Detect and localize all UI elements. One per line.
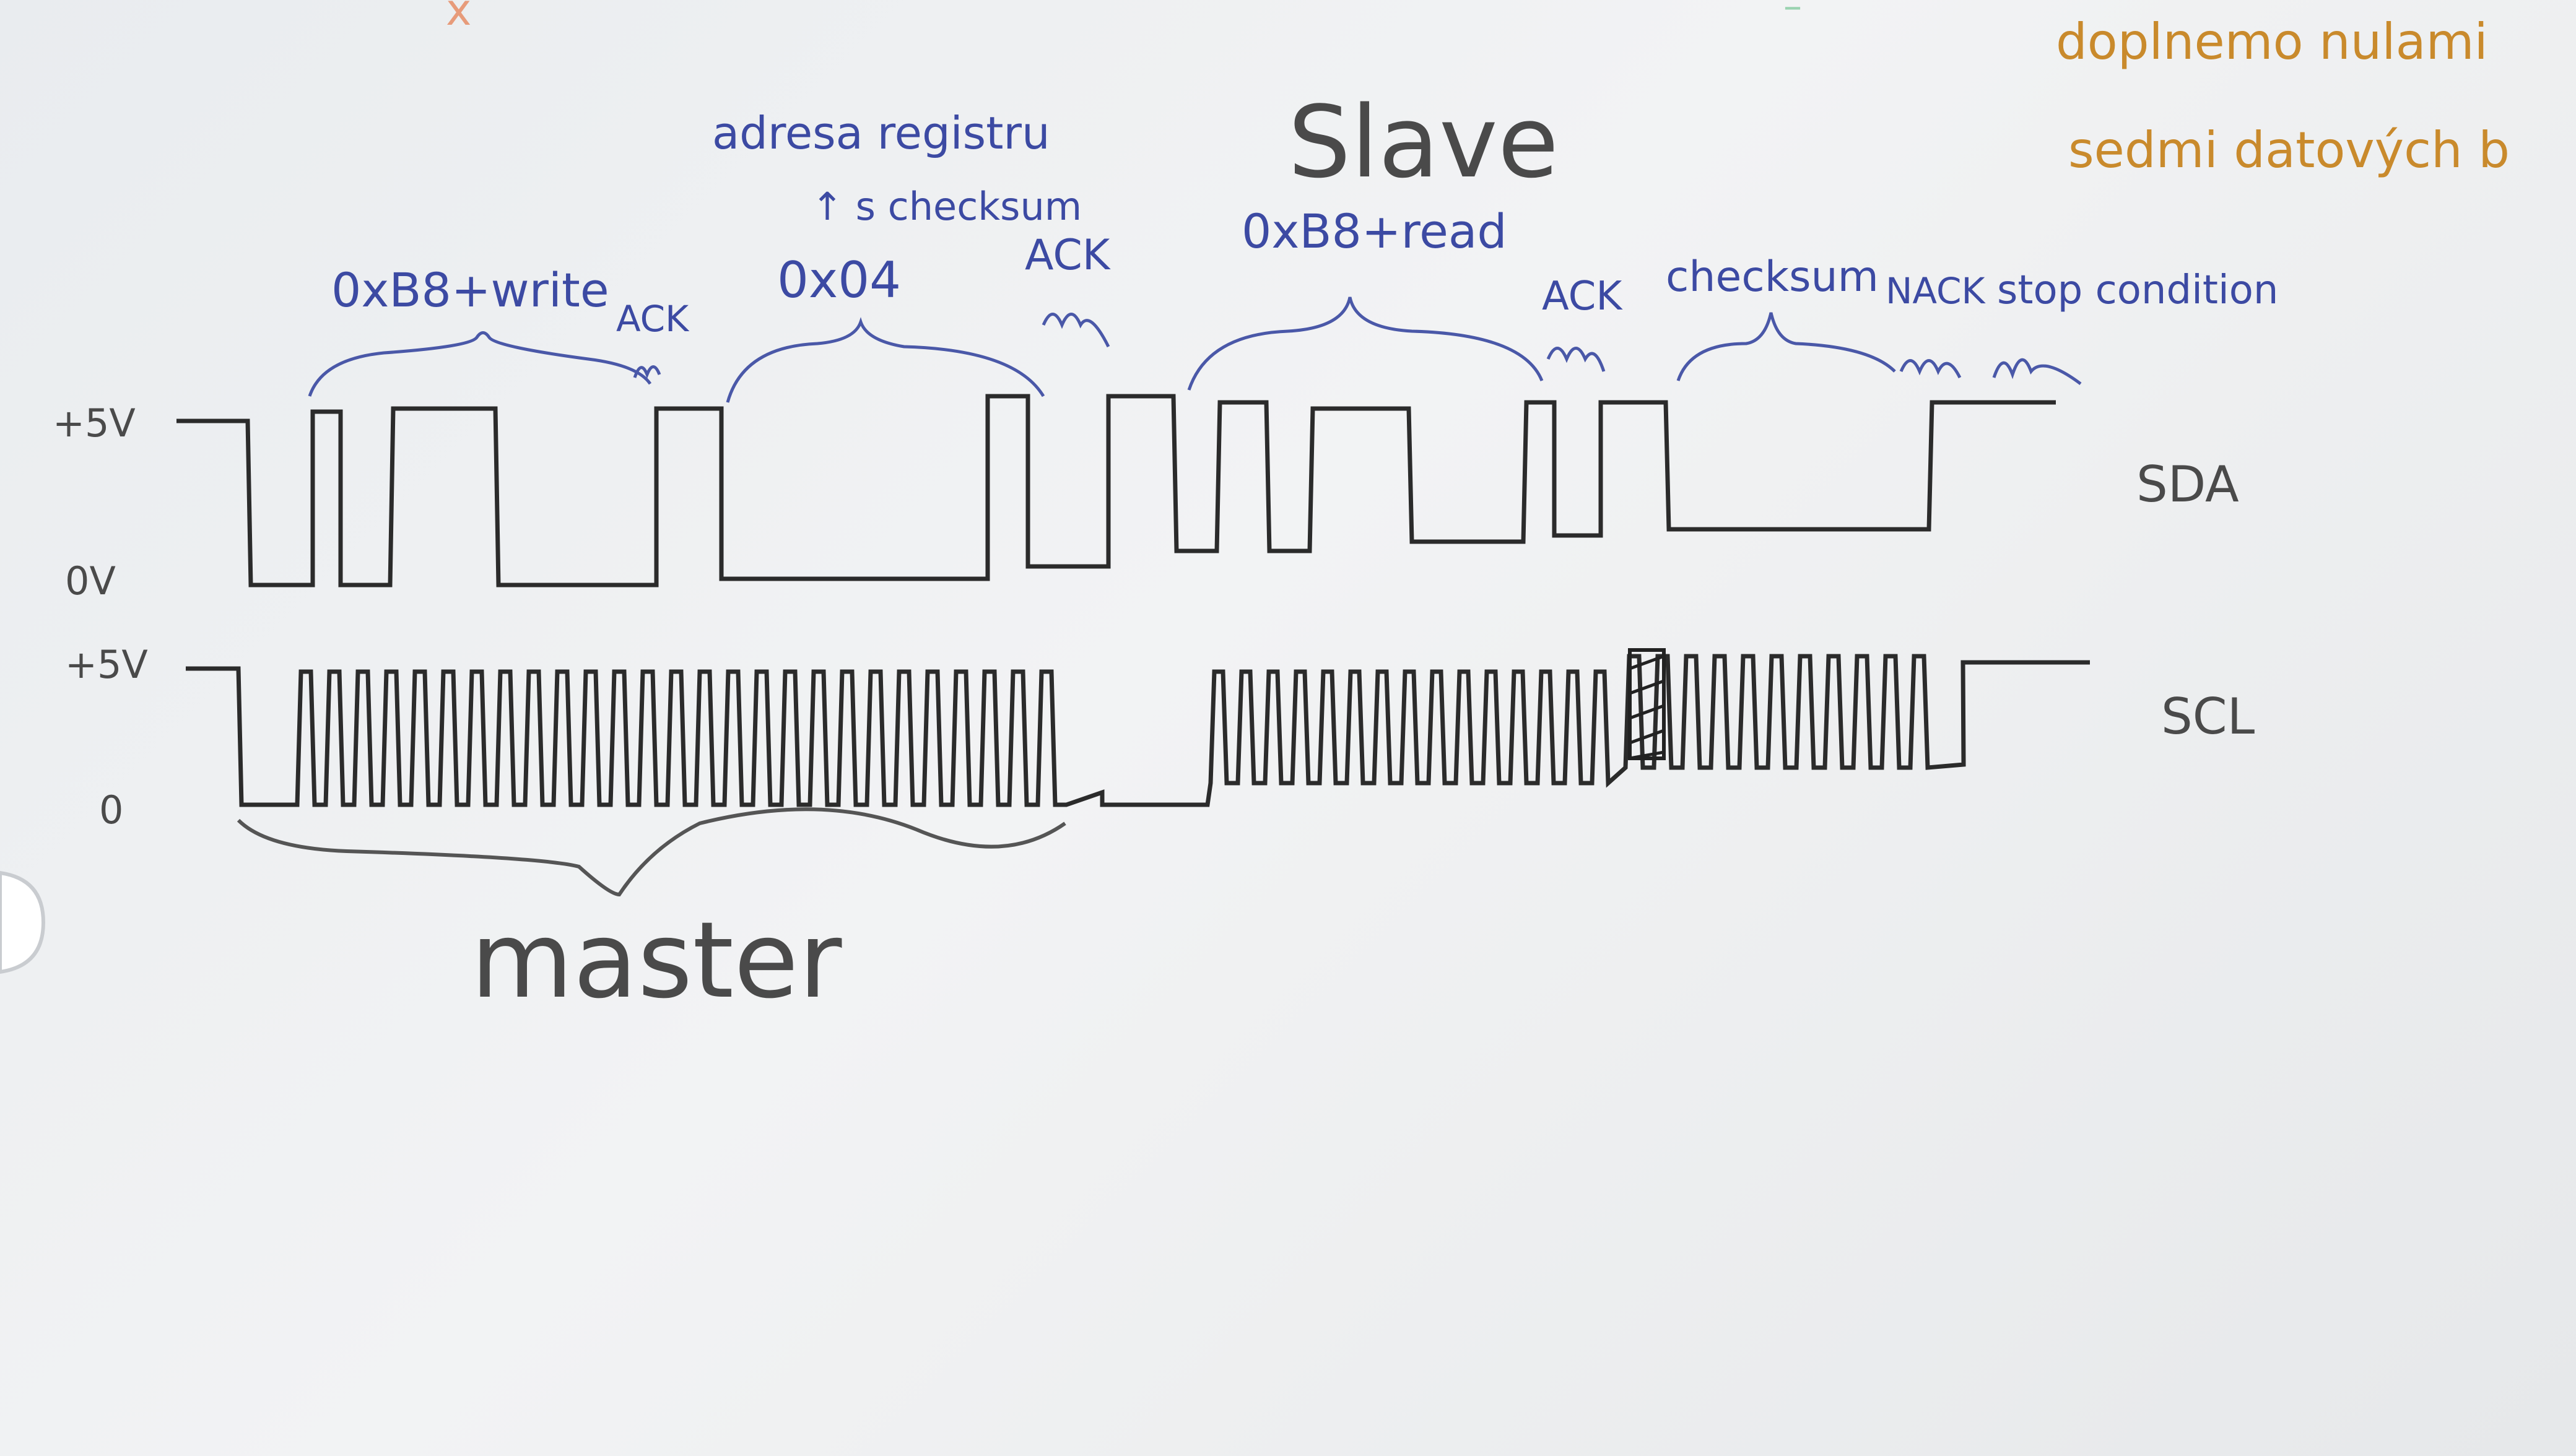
brace-ack3	[1548, 349, 1604, 372]
margin-note-line2: sedmi datových b	[2068, 121, 2510, 179]
master-brace	[238, 809, 1065, 895]
brace-addr-read	[1189, 297, 1542, 390]
hole-punch	[0, 873, 43, 972]
sda-low-level: 0V	[65, 558, 116, 604]
brace-nack	[1901, 361, 1960, 378]
master-label: master	[471, 899, 842, 1022]
corner-mark-dash: –	[1783, 0, 1802, 28]
brace-checksum	[1678, 313, 1895, 381]
sda-waveform	[176, 396, 2056, 585]
addr-write-label: 0xB8+write	[331, 262, 609, 318]
ack2-label: ACK	[1025, 231, 1112, 280]
margin-note-line1: doplnemo nulami	[2056, 13, 2488, 71]
brace-ack1	[635, 367, 659, 378]
checksum-label: checksum	[1666, 253, 1879, 301]
ack3-label: ACK	[1542, 274, 1623, 319]
slave-label: Slave	[1288, 84, 1559, 200]
reg-value-label: 0x04	[777, 251, 901, 309]
nack-label: NACK	[1886, 270, 1986, 312]
addr-read-label: 0xB8+read	[1242, 204, 1507, 259]
brace-addr-write	[310, 333, 650, 397]
corner-mark-x: x	[446, 0, 471, 35]
scl-high-level: +5V	[65, 642, 148, 687]
brace-ack2	[1043, 314, 1108, 347]
sda-signal-name: SDA	[2136, 456, 2239, 513]
register-checksum-label: ↑ s checksum	[811, 184, 1082, 229]
ack1-label: ACK	[616, 298, 690, 340]
sda-high-level: +5V	[53, 401, 136, 446]
scl-waveform	[186, 656, 2090, 805]
scl-low-level: 0	[99, 787, 123, 833]
register-address-label: adresa registru	[712, 107, 1050, 159]
brace-stop	[1994, 360, 2081, 384]
stop-condition-label: stop condition	[1997, 267, 2278, 313]
brace-reg-value	[728, 322, 1043, 402]
scl-signal-name: SCL	[2161, 688, 2255, 745]
